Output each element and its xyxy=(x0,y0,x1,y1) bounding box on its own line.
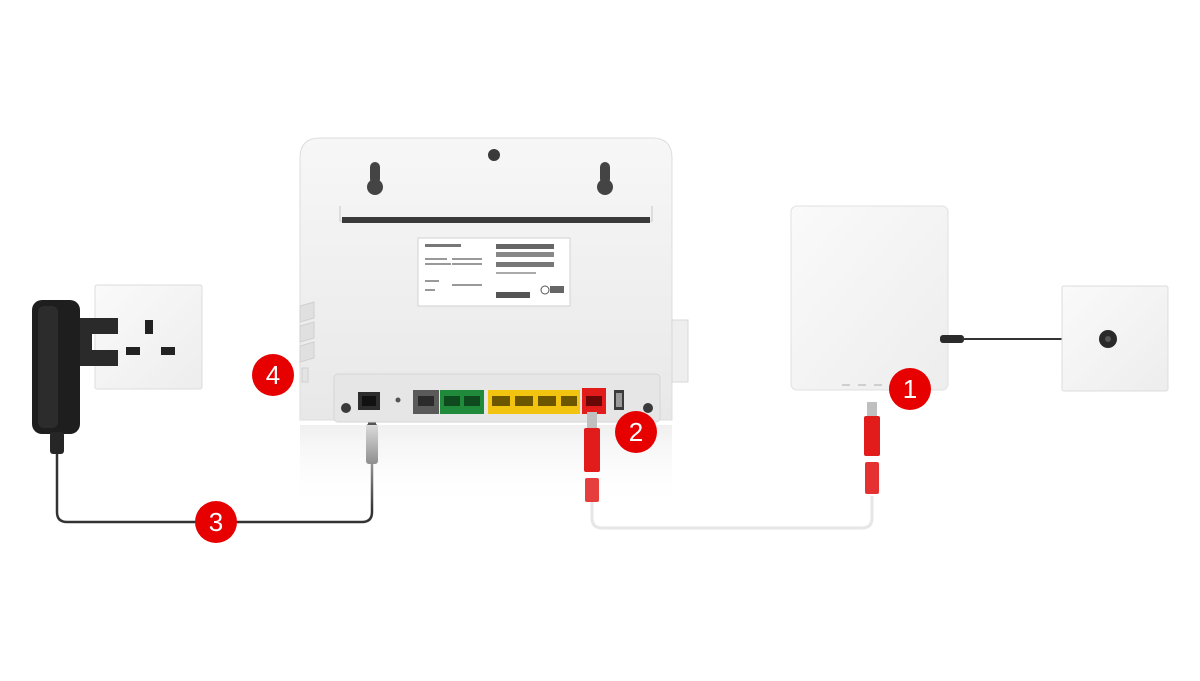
router-screw-hole xyxy=(488,149,500,161)
wall-mount-hole-right xyxy=(597,162,613,195)
step-number-3: 3 xyxy=(209,507,223,537)
power-adapter xyxy=(32,300,118,454)
router-foot-screw-left xyxy=(341,403,351,413)
step-badge-1: 1 xyxy=(889,368,931,410)
step-number-1: 1 xyxy=(903,374,917,404)
socket-earth-slot xyxy=(145,320,153,334)
adapter-plug-prongs xyxy=(72,318,118,366)
ethernet-cable xyxy=(584,402,880,530)
ethernet-plug-left-tip xyxy=(587,412,597,428)
fibre-box xyxy=(790,205,949,391)
step-badge-2: 2 xyxy=(615,411,657,453)
step-badge-3: 3 xyxy=(195,501,237,543)
step-badge-4: 4 xyxy=(252,354,294,396)
ethernet-plug-left xyxy=(584,428,600,472)
wall-socket xyxy=(94,284,203,390)
socket-live-slot xyxy=(126,347,140,355)
router-side-buttons xyxy=(299,301,315,383)
router-vent xyxy=(342,217,650,223)
reset-pinhole xyxy=(395,397,401,403)
router-device xyxy=(299,137,689,510)
step-number-2: 2 xyxy=(629,417,643,447)
wall-mount-hole-left xyxy=(367,162,383,195)
router-reflection xyxy=(300,425,672,510)
router-side-slot xyxy=(671,319,689,383)
ethernet-plug-right xyxy=(864,416,880,456)
step-number-4: 4 xyxy=(266,360,280,390)
fibre-wall-socket xyxy=(1061,285,1169,392)
router-foot-screw-right xyxy=(643,403,653,413)
socket-neutral-slot xyxy=(161,347,175,355)
router-label-sticker xyxy=(417,237,571,307)
ethernet-plug-right-tip xyxy=(867,402,877,416)
